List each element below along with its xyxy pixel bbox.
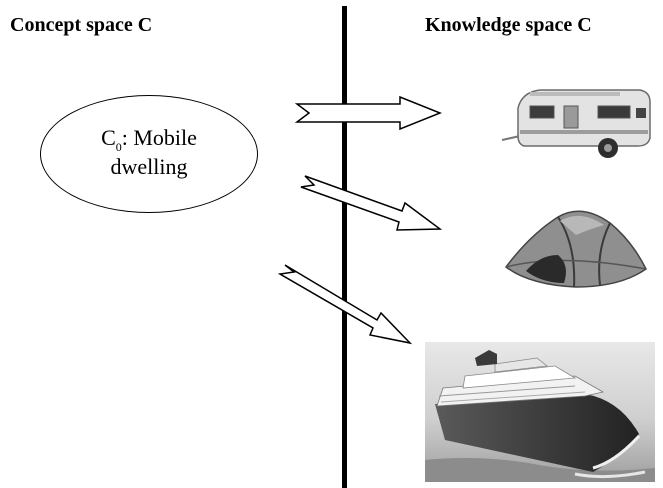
arrow-to-caravan bbox=[294, 95, 443, 131]
arrow-to-tent bbox=[300, 175, 443, 231]
concept-label-rest: : Mobile bbox=[121, 125, 197, 150]
space-divider-line bbox=[342, 6, 347, 488]
arrow-to-ship bbox=[277, 264, 413, 345]
concept-symbol: C bbox=[101, 125, 116, 150]
concept-label-line-2: dwelling bbox=[110, 154, 188, 179]
knowledge-space-heading: Knowledge space C bbox=[425, 14, 592, 36]
concept-subscript: 0 bbox=[115, 140, 122, 154]
cruise-ship-icon bbox=[425, 342, 655, 482]
caravan-icon bbox=[500, 80, 658, 170]
concept-space-heading: Concept space C bbox=[10, 14, 153, 36]
concept-c0-ellipse: C0: Mobile dwelling bbox=[40, 95, 258, 213]
tent-icon bbox=[500, 195, 652, 295]
concept-label-line-1: C0: Mobile bbox=[41, 125, 257, 154]
